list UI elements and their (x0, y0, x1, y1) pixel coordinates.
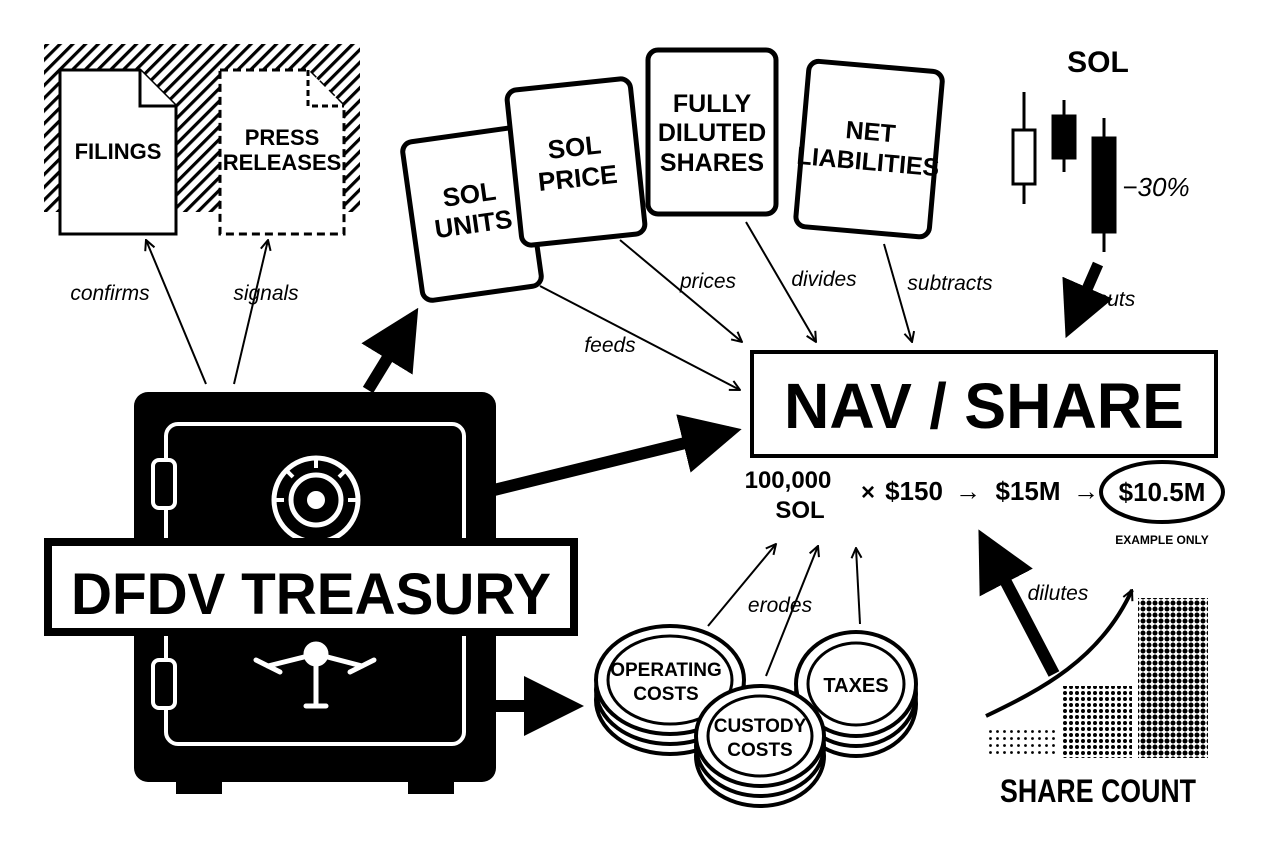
candle-body-2 (1051, 114, 1077, 160)
subtracts-arrow (883, 243, 912, 342)
confirms-label: confirms (70, 282, 150, 305)
nav-share-box: NAV / SHARE (750, 350, 1218, 458)
equation-units-line-2: SOL (775, 497, 824, 524)
hinge-bottom (151, 658, 177, 710)
safe-to-cards-arrow (361, 307, 419, 394)
fully-diluted-line-2: DILUTED (658, 119, 766, 147)
custody-costs-line-1: CUSTODY (714, 716, 807, 737)
equation-times: × (861, 479, 875, 506)
sol-candlestick-chart: SOL −30% (1011, 46, 1190, 252)
custody-costs-coin-icon: CUSTODY COSTS (694, 684, 826, 808)
erodes-arrow-custody (765, 546, 818, 677)
equation-price: $150 (885, 476, 943, 506)
operating-costs-line-1: OPERATING (610, 660, 722, 681)
card-fully-diluted-shares: FULLY DILUTED SHARES (645, 47, 779, 217)
equation-units-line-1: 100,000 (745, 467, 832, 494)
confirms-arrow (146, 240, 207, 385)
safe-to-nav-arrow (492, 414, 742, 496)
share-bar-2 (1062, 686, 1132, 758)
safe-foot-right (408, 772, 454, 794)
candle-body-3 (1091, 136, 1117, 234)
card-net-liabilities: NET LIABILITIES (793, 58, 945, 240)
feeds-arrow (539, 285, 740, 390)
cost-coins-group: OPERATING COSTS TAXES CUSTODY COSTS (594, 624, 918, 808)
treasury-label-box: DFDV TREASURY (44, 538, 578, 636)
dilutes-arrow (978, 529, 1060, 677)
signals-arrow (233, 240, 268, 385)
share-bar-1 (986, 726, 1056, 758)
erodes-label: erodes (748, 594, 813, 617)
operating-costs-line-2: COSTS (633, 684, 698, 705)
subtracts-label: subtracts (907, 272, 993, 295)
feeds-label: feeds (584, 334, 636, 357)
press-releases-document-icon: PRESS RELEASES (218, 68, 346, 236)
candle-body-1 (1011, 128, 1037, 186)
equation-note: EXAMPLE ONLY (1115, 533, 1209, 547)
equation-arrow-2: → (1073, 476, 1099, 506)
erodes-arrow-taxes (856, 548, 860, 625)
filings-document-icon: FILINGS (58, 68, 178, 236)
divides-arrow (745, 221, 816, 342)
custody-costs-line-2: COSTS (727, 740, 792, 761)
card-sol-units: SOL UNITS (400, 125, 544, 303)
filings-label: FILINGS (75, 139, 162, 164)
sol-price-line-1: SOL (546, 129, 602, 164)
handle-icon (253, 641, 377, 709)
treasury-title: DFDV TREASURY (71, 562, 551, 627)
dilutes-label: dilutes (1028, 582, 1089, 605)
taxes-coin-icon: TAXES (794, 630, 918, 758)
equation-arrow-1: → (955, 476, 981, 506)
card-sol-price: SOL PRICE (504, 76, 648, 248)
fully-diluted-line-3: SHARES (660, 149, 764, 177)
net-liabilities-line-1: NET (844, 116, 896, 148)
share-count-label: SHARE COUNT (1000, 773, 1196, 809)
nav-example-equation: 100,000 SOL × $150 → $15M → $10.5M EXAMP… (745, 460, 1225, 547)
press-label-line-2: RELEASES (223, 150, 342, 175)
erodes-arrow-operating (707, 544, 776, 627)
cuts-arrow (1062, 261, 1113, 339)
taxes-label: TAXES (823, 675, 888, 697)
share-count-chart: SHARE COUNT (985, 590, 1208, 809)
safe-foot-left (176, 772, 222, 794)
share-bar-3 (1138, 598, 1208, 758)
press-label-line-1: PRESS (245, 125, 320, 150)
net-value-circle (1099, 460, 1225, 524)
signals-label: signals (233, 282, 299, 305)
documents-group: FILINGS PRESS RELEASES (44, 44, 360, 236)
sol-units-line-1: SOL (441, 176, 498, 213)
equation-net: $10.5M (1119, 477, 1206, 507)
share-growth-curve (985, 590, 1134, 718)
nav-title: NAV / SHARE (784, 370, 1184, 442)
candles-change-label: −30% (1122, 172, 1189, 202)
fully-diluted-line-1: FULLY (673, 90, 752, 118)
cuts-label: cuts (1097, 288, 1136, 311)
candles-title: SOL (1067, 46, 1129, 79)
hinge-top (151, 458, 177, 510)
prices-label: prices (679, 270, 737, 293)
divides-label: divides (791, 268, 857, 291)
prices-arrow (619, 239, 742, 342)
equation-gross: $15M (995, 476, 1060, 506)
